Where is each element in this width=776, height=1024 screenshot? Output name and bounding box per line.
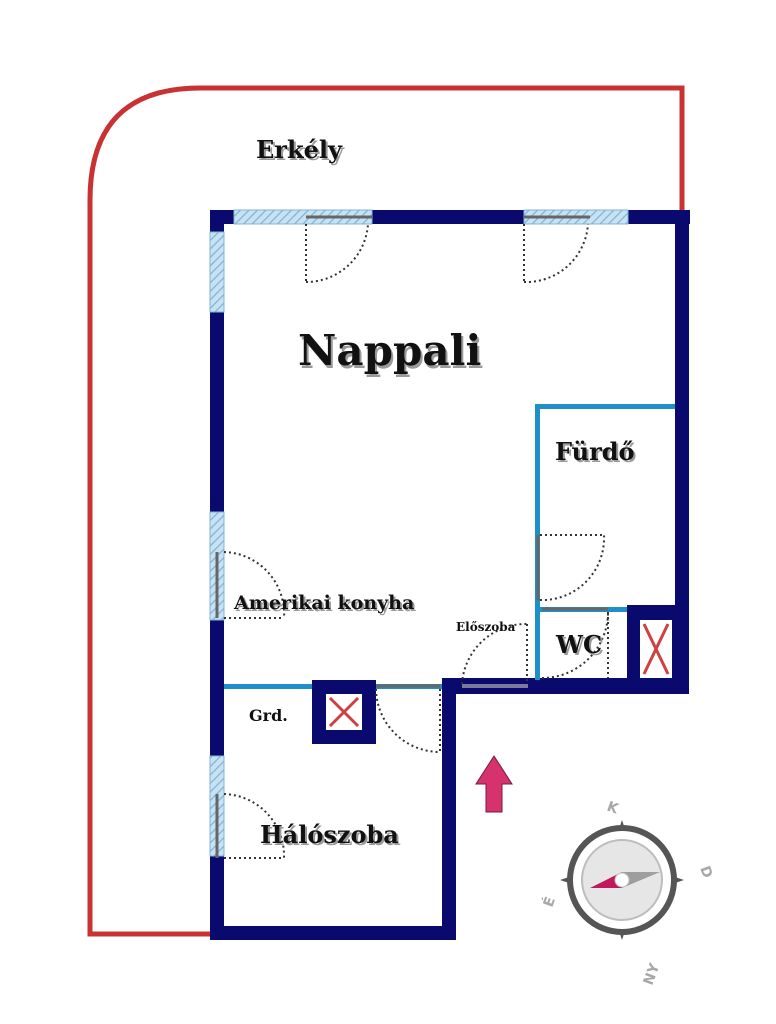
doors bbox=[215, 215, 609, 859]
room-labels: Erkély Erkély Nappali Nappali Fürdő Fürd… bbox=[233, 135, 637, 851]
compass-rose: K D NY É bbox=[540, 799, 715, 988]
entrance-arrow-icon bbox=[475, 755, 513, 813]
shaft-markers bbox=[326, 620, 672, 730]
compass-letter-west: NY bbox=[641, 961, 664, 988]
balcony-label-shadow: Erkély bbox=[258, 137, 345, 166]
compass-needle-south bbox=[622, 872, 660, 888]
toilet-label-shadow: WC bbox=[557, 632, 604, 661]
bathroom-label-shadow: Fürdő bbox=[557, 439, 637, 468]
toilet-label: WC bbox=[555, 630, 602, 659]
wardrobe-label: Grd. bbox=[249, 706, 288, 725]
bedroom-label-shadow: Hálószoba bbox=[262, 822, 401, 851]
window-left-upper bbox=[209, 231, 225, 313]
hallway-label: Előszoba bbox=[456, 620, 516, 634]
balcony-label: Erkély bbox=[256, 135, 343, 164]
living-room-label: Nappali bbox=[298, 326, 481, 375]
bedroom-label: Hálószoba bbox=[260, 820, 399, 849]
living-room-label-shadow: Nappali bbox=[300, 329, 483, 378]
compass-letter-east: K bbox=[605, 799, 622, 818]
compass-letter-north: É bbox=[540, 895, 559, 910]
windows bbox=[209, 209, 629, 857]
balcony-outline bbox=[87, 85, 685, 937]
bathroom-label: Fürdő bbox=[555, 437, 635, 466]
kitchen-label-shadow: Amerikai konyha bbox=[235, 594, 416, 616]
compass-letter-south: D bbox=[696, 864, 715, 880]
kitchen-label: Amerikai konyha bbox=[233, 592, 414, 614]
compass-needle-north bbox=[590, 872, 622, 888]
